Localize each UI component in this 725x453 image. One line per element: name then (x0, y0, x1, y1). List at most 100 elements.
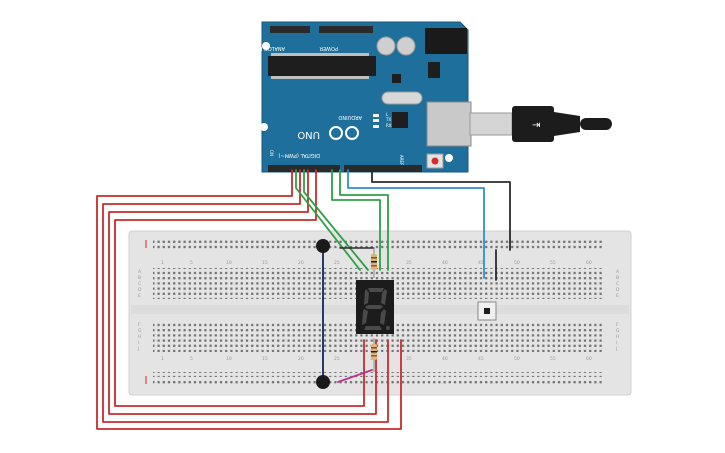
col-label: 25 (334, 260, 340, 266)
col-label: 10 (226, 356, 232, 362)
bottom-power-rail-1 (153, 372, 603, 377)
usb-plug-metal (469, 112, 513, 136)
reset-button-cap[interactable] (431, 157, 439, 165)
row-label: C (616, 281, 619, 287)
push-button[interactable] (477, 301, 497, 321)
l-label: L (386, 112, 389, 117)
usb-cable-end (580, 118, 612, 130)
row-letters-right: A B C D E F G H I J (615, 269, 620, 352)
row-label: A (138, 269, 142, 275)
row-label: B (138, 275, 141, 281)
row-label: C (138, 281, 141, 287)
top-power-rail-1 (153, 238, 603, 243)
wires[interactable] (96, 169, 511, 430)
display-segments (362, 288, 390, 330)
col-label: 5 (190, 260, 193, 266)
wire-green-4[interactable] (339, 169, 389, 271)
col-label: 1 (161, 356, 164, 362)
col-label: 50 (514, 356, 520, 362)
capacitor (396, 36, 416, 56)
dc-power-jack[interactable] (425, 28, 467, 54)
regulator-chip (392, 74, 401, 83)
wire-green-1[interactable] (295, 169, 361, 271)
push-button-cap[interactable] (484, 308, 490, 314)
chip-pins (271, 53, 369, 79)
digital-header-left[interactable] (268, 165, 340, 172)
resistor-bottom[interactable] (371, 338, 377, 372)
arduino-logo: UNO ARDUINO (297, 114, 362, 140)
segment-c (380, 309, 386, 325)
column-numbers-bottom: 1 5 10 15 20 25 30 35 40 45 50 55 60 (161, 356, 592, 362)
wire-red-4[interactable] (114, 169, 365, 407)
col-label: 35 (406, 260, 412, 266)
analog-header[interactable] (270, 26, 310, 33)
power-header[interactable] (319, 26, 373, 33)
mounting-hole (262, 42, 270, 50)
col-label: 10 (226, 260, 232, 266)
arduino-brand-label: ARDUINO (338, 114, 362, 120)
l-led (373, 114, 379, 117)
col-label: 40 (442, 260, 448, 266)
digital-pwm-label: DIGITAL (PWM~) (278, 152, 320, 158)
col-label: 1 (161, 260, 164, 266)
digital-header-right[interactable] (344, 165, 422, 172)
col-label: 15 (262, 356, 268, 362)
wire-end-cap (316, 375, 330, 389)
segment-g (365, 305, 383, 309)
row-label: F (138, 322, 141, 328)
mounting-hole (260, 123, 268, 131)
wire-black[interactable] (371, 169, 511, 251)
usb-port[interactable] (426, 101, 472, 147)
col-label: 45 (478, 356, 484, 362)
row-label: I (138, 340, 139, 346)
row-label: G (616, 328, 620, 334)
segment-dp (386, 326, 390, 330)
resistor-top[interactable] (371, 247, 377, 278)
mounting-hole (445, 154, 453, 162)
row-label: A (616, 269, 620, 275)
ioref-label: ON (269, 150, 274, 156)
wire-blue[interactable] (347, 169, 485, 279)
col-label: 25 (334, 356, 340, 362)
arduino-uno-board[interactable]: ANALOG IN POWER UNO ARDUINO (257, 21, 472, 173)
row-label: B (616, 275, 619, 281)
crystal-oscillator (381, 91, 423, 105)
segment-b (381, 289, 387, 305)
col-label: 20 (298, 356, 304, 362)
col-label: 55 (550, 260, 556, 266)
col-label: 45 (478, 260, 484, 266)
wire-red-3[interactable] (108, 169, 377, 415)
seven-segment-display[interactable] (356, 280, 394, 334)
capacitor (376, 36, 396, 56)
wire-green-2[interactable] (303, 169, 369, 271)
wire-magenta[interactable] (337, 369, 373, 383)
segment-d (364, 326, 382, 330)
row-label: G (138, 328, 142, 334)
tx-led (373, 119, 379, 122)
row-label: J (615, 346, 617, 352)
rx-led (373, 125, 379, 128)
row-label: J (137, 346, 139, 352)
tx-label: TX (385, 117, 391, 122)
usb-plug-housing (512, 106, 554, 142)
row-letters-left: A B C D E F G H I J (137, 269, 142, 352)
col-label: 40 (442, 356, 448, 362)
wire-red-2[interactable] (102, 169, 389, 423)
wire-green-3[interactable] (331, 169, 381, 271)
wire-red-1[interactable] (96, 169, 402, 430)
segment-a (368, 288, 384, 292)
bottom-power-rail-2 (153, 379, 603, 384)
col-label: 55 (550, 356, 556, 362)
wire-end-cap (316, 239, 330, 253)
segment-e (362, 309, 368, 325)
rx-label: RX (386, 123, 392, 128)
row-label: I (616, 340, 617, 346)
power-label: POWER (319, 45, 338, 51)
analog-in-label: ANALOG IN (257, 45, 285, 51)
col-label: 20 (298, 260, 304, 266)
usb-interface-chip (392, 112, 408, 128)
usb-cable[interactable]: ⇥ (469, 106, 612, 142)
row-label: E (138, 293, 141, 299)
row-label: H (138, 334, 141, 340)
